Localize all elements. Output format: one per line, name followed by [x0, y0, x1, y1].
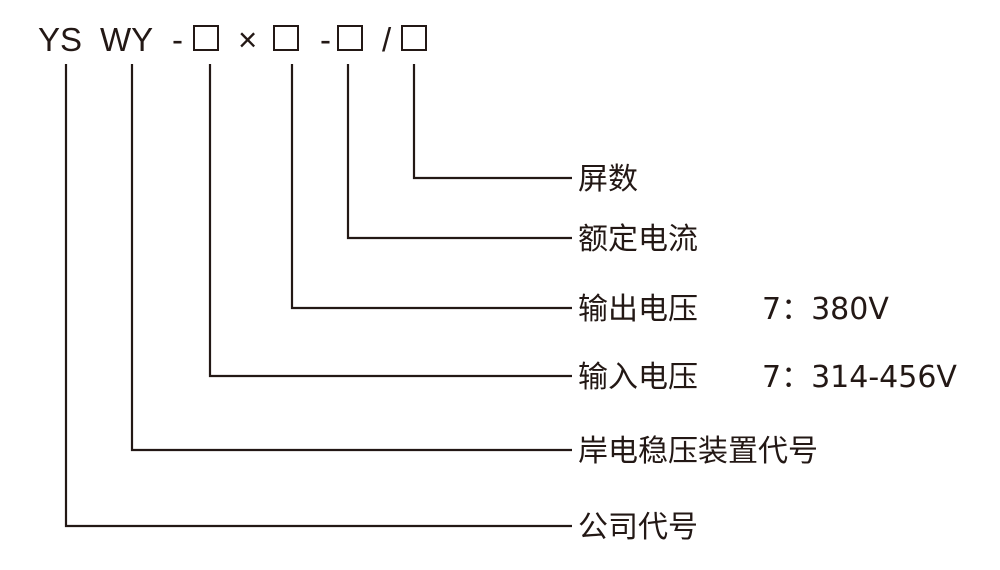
- label-rated-current: 额定电流: [578, 222, 698, 257]
- placeholder-box-output-voltage: [273, 25, 299, 51]
- code-slash: /: [382, 21, 392, 58]
- placeholder-box-input-voltage: [193, 25, 219, 51]
- code-dash-1: -: [172, 21, 183, 58]
- connector-device-code: [130, 64, 572, 452]
- labels: 屏数 额定电流 输出电压 7：380V 输入电压 7：314-456V 岸电稳压…: [578, 162, 957, 545]
- connector-rated-current: [346, 64, 572, 240]
- connector-lines: [64, 64, 572, 528]
- connector-screen-count: [412, 64, 572, 180]
- placeholder-box-screen-count: [401, 25, 427, 51]
- code-dash-2: -: [320, 21, 331, 58]
- label-input-voltage: 输入电压: [578, 360, 698, 395]
- code-times-sign: ×: [238, 21, 257, 58]
- label-company-code: 公司代号: [578, 510, 698, 545]
- code-prefix-ys: YS: [38, 21, 82, 58]
- label-device-code: 岸电稳压装置代号: [578, 434, 818, 469]
- placeholder-box-rated-current: [337, 25, 363, 51]
- label-input-voltage-value: 7：314-456V: [762, 360, 957, 395]
- model-code-row: YS WY - × - /: [38, 21, 427, 58]
- label-output-voltage: 输出电压: [578, 292, 698, 327]
- code-prefix-wy: WY: [100, 21, 153, 58]
- connector-company-code: [64, 64, 572, 528]
- label-output-voltage-value: 7：380V: [762, 292, 889, 327]
- connector-input-voltage: [208, 64, 572, 378]
- connector-output-voltage: [290, 64, 572, 310]
- label-screen-count: 屏数: [578, 162, 638, 197]
